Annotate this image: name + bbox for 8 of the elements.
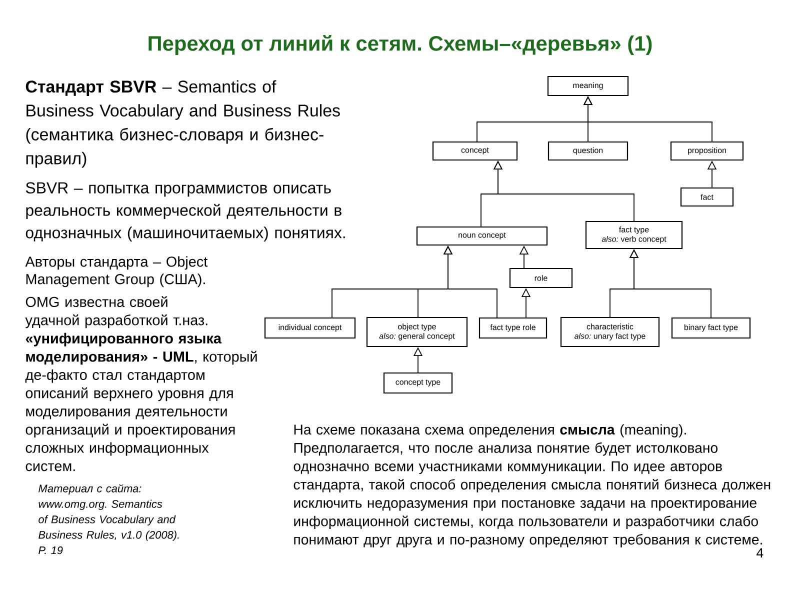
source-note: Материал с сайта: www.omg.org. Semantics of Business Vocabulary and Business Rules, v1.0 (2008). P. 19	[38, 484, 179, 554]
paragraph: SBVR – попытка программистов описать реальность коммерческой деятельности в однозначных (машиночитаемых) понятиях.	[26, 182, 345, 242]
title: Переход от линий к сетям. Схемы–«деревья» (1)	[148, 35, 652, 55]
page-number: 4	[756, 548, 764, 558]
paragraph: Авторы стандарта – Object Management Group (США).	[25, 256, 208, 288]
paragraph: Стандарт SBVR – Semantics of Business Vocabulary and Business Rules (семантика бизнес-словаря и бизнес-правил)	[26, 80, 340, 168]
paragraph: На схеме показана схема определения смысла (meaning). Предполагается, что после анализа понятие будет истолковано однозначно всеми участниками коммуникации. По идее авторов стандарта, такой способ определения смысла понятий бизнеса должен исключить недоразумения при постановке задачи на проектирование информационной системы, когда пользователи и разработчики слабо понимают друг друга и по-разному определяют требования к системе.	[294, 424, 770, 548]
paragraph: OMG известна своей удачной разработкой т.наз. «унифицированного языка моделирования» - UML, который де-факто стал стандартом описаний верхнего уровня для моделирования деятельности организаций и проектирования сложных информационных систем.	[25, 296, 257, 472]
